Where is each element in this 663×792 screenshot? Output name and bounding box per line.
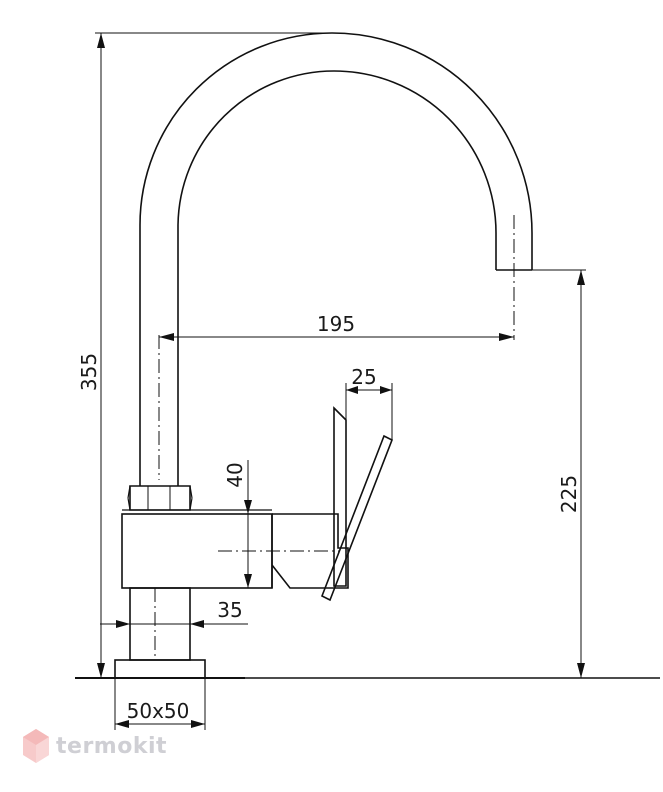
spout-outer: [139, 32, 533, 480]
termokit-logo-icon: [23, 729, 49, 763]
termokit-watermark: termokit: [22, 728, 167, 764]
faucet-base: [114, 659, 206, 679]
spout-nut: [129, 485, 191, 511]
dim-40-label: 40: [223, 462, 247, 487]
handle-plate: [333, 406, 347, 587]
dim-25-label: 25: [351, 365, 376, 389]
dim-50x50-label: 50x50: [127, 699, 190, 723]
spout-inner: [177, 70, 497, 480]
dim-35-label: 35: [217, 598, 242, 622]
dim-355-label: 355: [77, 353, 101, 391]
watermark-text: termokit: [56, 733, 168, 759]
handle-lever: [320, 434, 394, 602]
dim-225-label: 225: [557, 475, 581, 513]
handle-housing: [271, 513, 349, 589]
dim-195-label: 195: [317, 312, 355, 336]
